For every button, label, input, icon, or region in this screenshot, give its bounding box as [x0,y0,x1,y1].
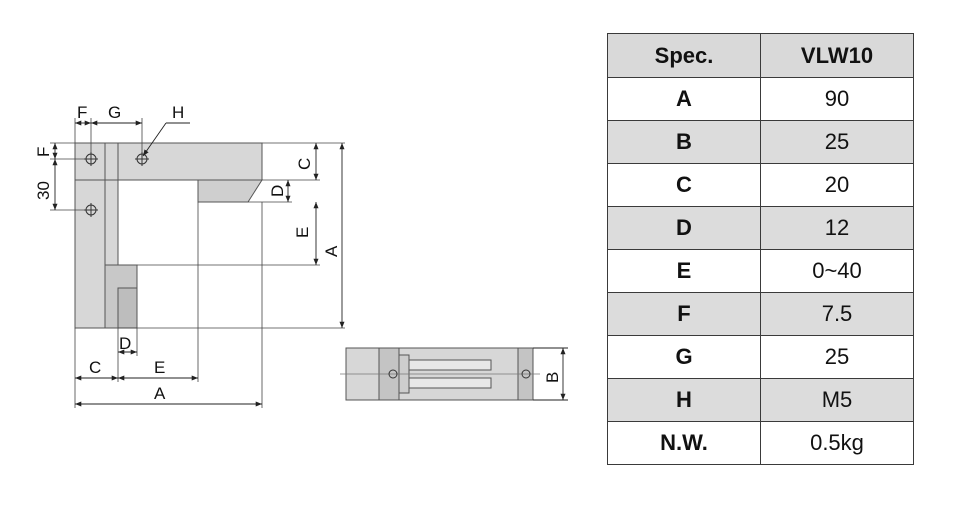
dim-label-h: H [172,103,184,122]
dim-label-e: E [154,358,165,377]
spec-value: 25 [760,120,914,164]
header-spec: Spec. [607,33,761,78]
dim-label-f: F [77,103,87,122]
movable-jaw [197,179,263,203]
spec-table-header: Spec. VLW10 [607,33,914,78]
dim-label-c: C [89,358,101,377]
spec-key: F [607,292,761,336]
spec-key: H [607,378,761,422]
spec-value: 25 [760,335,914,379]
spec-value: 90 [760,77,914,121]
table-row: B 25 [607,120,914,164]
table-row: A 90 [607,77,914,121]
spec-value: 7.5 [760,292,914,336]
table-row: N.W. 0.5kg [607,421,914,465]
spec-value: M5 [760,378,914,422]
dim-label-a-vertical: A [322,245,341,257]
front-view [74,142,263,329]
spec-value: 20 [760,163,914,207]
spec-key: D [607,206,761,250]
table-row: E 0~40 [607,249,914,293]
header-model: VLW10 [760,33,914,78]
hole-marks [84,152,149,217]
l-body [74,142,263,329]
dim-label-30: 30 [34,181,53,200]
spec-key: A [607,77,761,121]
extension-lines [50,118,345,408]
dim-label-b: B [543,372,562,383]
spec-table: Spec. VLW10 A 90 B 25 C 20 D 12 E 0~40 F… [607,33,914,465]
spec-value: 0~40 [760,249,914,293]
dimension-lines [52,120,345,407]
spec-key: B [607,120,761,164]
spec-key: C [607,163,761,207]
dim-label-e-vertical: E [293,227,312,238]
dim-label-f-vertical: F [34,147,53,157]
dim-label-c-vertical: C [295,158,314,170]
spec-value: 0.5kg [760,421,914,465]
side-view-dimension [533,347,568,401]
table-row: D 12 [607,206,914,250]
technical-drawing: F G H F 30 C D E A D C E A B [34,103,568,408]
spec-key: N.W. [607,421,761,465]
dim-label-g: G [108,103,121,122]
table-row: F 7.5 [607,292,914,336]
table-row: C 20 [607,163,914,207]
table-row: G 25 [607,335,914,379]
dim-label-d-vertical: D [268,185,287,197]
side-view [340,347,540,401]
dim-label-a: A [154,384,166,403]
spec-key: E [607,249,761,293]
spec-value: 12 [760,206,914,250]
dim-label-d: D [119,334,131,353]
spec-key: G [607,335,761,379]
table-row: H M5 [607,378,914,422]
